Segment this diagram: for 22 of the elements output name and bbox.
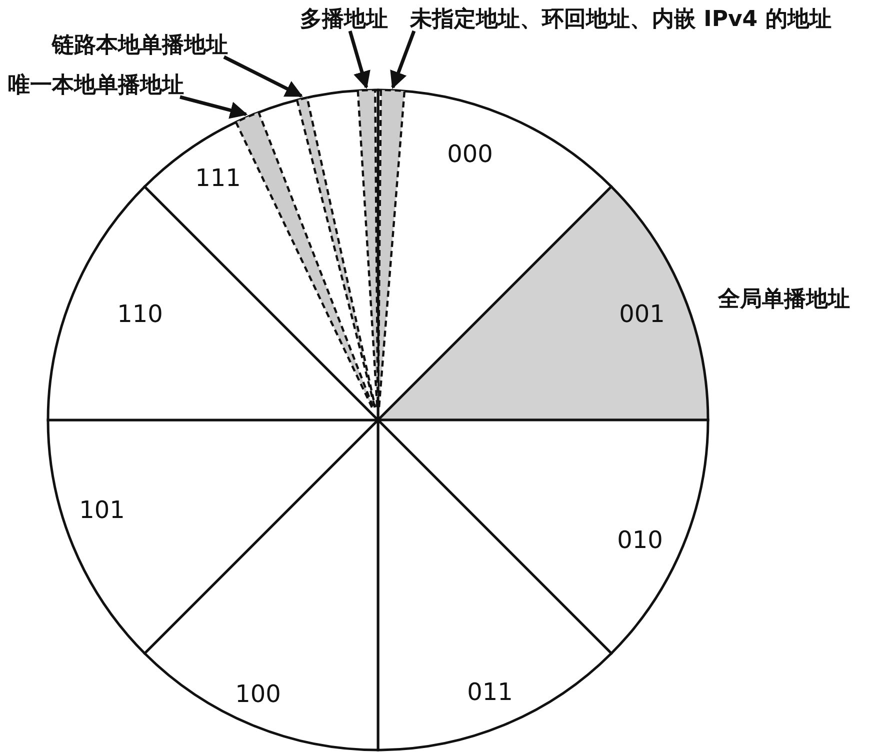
callout-text: 未指定地址、环回地址、内嵌 IPv4 的地址 bbox=[410, 8, 832, 32]
sector-label: 011 bbox=[467, 678, 513, 706]
sector-label: 110 bbox=[117, 300, 163, 328]
sector-label: 100 bbox=[235, 680, 281, 708]
shaded-wedge bbox=[356, 88, 379, 408]
shaded-wedge bbox=[377, 88, 406, 408]
callout-text: 链路本地单播地址 bbox=[52, 34, 228, 58]
arrow bbox=[348, 30, 370, 89]
arrow bbox=[180, 95, 248, 119]
sector-label: 001 bbox=[619, 300, 665, 328]
sector-label: 101 bbox=[79, 496, 125, 524]
sector-label: 010 bbox=[617, 526, 663, 554]
arrow bbox=[390, 30, 416, 89]
pie-sector bbox=[46, 418, 380, 655]
sector-label: 000 bbox=[447, 140, 493, 168]
arrow bbox=[223, 55, 303, 98]
callout-text: 唯一本地单播地址 bbox=[8, 74, 184, 98]
pie-sector bbox=[376, 185, 710, 422]
pie-sector bbox=[376, 418, 613, 752]
callout-text: 多播地址 bbox=[300, 8, 388, 32]
sector-label: 111 bbox=[195, 164, 241, 192]
sector-caption: 全局单播地址 bbox=[718, 288, 850, 312]
